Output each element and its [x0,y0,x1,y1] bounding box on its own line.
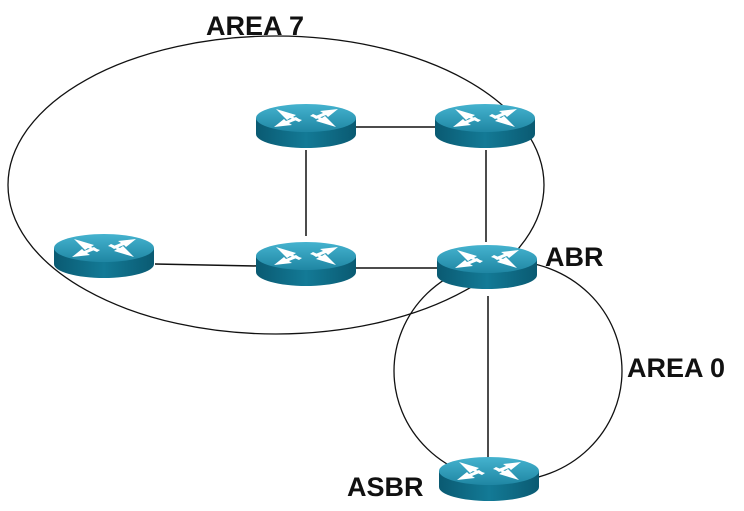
links [154,126,489,458]
routers [54,104,539,501]
asbr-label: ASBR [347,472,424,502]
router-icon[interactable] [256,104,356,148]
router-icon[interactable] [54,234,154,278]
area-7-boundary [7,35,545,335]
router-icon[interactable] [256,242,356,286]
abr-label: ABR [545,242,604,272]
link-left-center [154,263,259,267]
router-icon[interactable] [435,104,535,148]
router-icon[interactable] [437,245,537,289]
area-7-label: AREA 7 [206,11,305,41]
area-0-label: AREA 0 [627,353,726,383]
router-icon[interactable] [439,457,539,501]
area-0-boundary [393,260,623,482]
